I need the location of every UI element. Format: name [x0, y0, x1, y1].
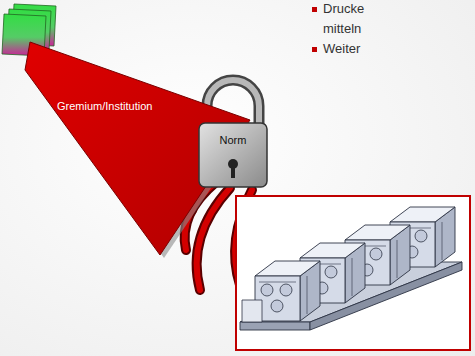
press-frame [236, 196, 470, 350]
lock-shape [198, 122, 268, 188]
printing-press [240, 207, 462, 330]
node-text: Norm [220, 134, 247, 146]
bullet-text: Drucke [323, 1, 364, 16]
bullet [312, 7, 317, 12]
node-text: Gremium/Institution [57, 100, 152, 112]
bullet-text: mitteln [323, 21, 361, 36]
bullet [312, 47, 317, 52]
bullet-text: Weiter [323, 41, 360, 56]
padlock-body: Norm [198, 122, 268, 188]
